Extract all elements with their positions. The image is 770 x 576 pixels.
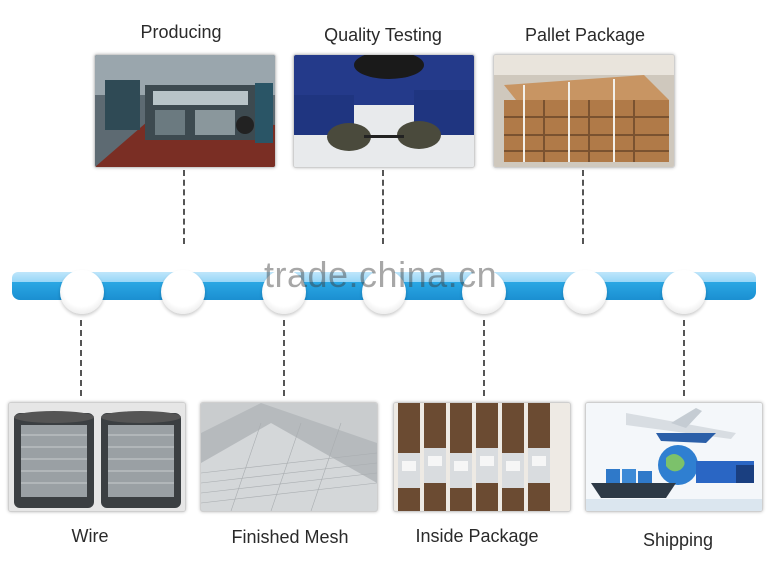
producing-connector	[183, 170, 185, 244]
pallet-package-label: Pallet Package	[524, 25, 646, 45]
pallet-package-connector	[582, 170, 584, 244]
watermark: trade.china.cn	[264, 254, 498, 295]
pallet-package-photo	[493, 54, 675, 168]
timeline-node-finished-mesh	[262, 270, 306, 314]
inside-package-connector	[483, 320, 485, 396]
timeline-node-quality-testing	[362, 270, 406, 314]
quality-testing-connector	[382, 170, 384, 244]
finished-mesh-photo	[200, 402, 378, 512]
finished-mesh-connector	[283, 320, 285, 396]
quality-testing-photo	[293, 54, 475, 168]
timeline-node-shipping	[662, 270, 706, 314]
producing-label: Producing	[140, 22, 222, 42]
timeline-node-inside-package	[462, 270, 506, 314]
finished-mesh-label: Finished Mesh	[231, 527, 349, 547]
shipping-connector	[683, 320, 685, 396]
wire-photo	[8, 402, 186, 512]
timeline-node-producing	[161, 270, 205, 314]
shipping-label: Shipping	[642, 530, 714, 550]
quality-testing-label: Quality Testing	[324, 25, 442, 45]
inside-package-label: Inside Package	[415, 526, 539, 546]
wire-label: Wire	[71, 526, 109, 546]
timeline-node-pallet-package	[563, 270, 607, 314]
shipping-photo	[585, 402, 763, 512]
inside-package-photo	[393, 402, 571, 512]
timeline-node-wire	[60, 270, 104, 314]
wire-connector	[80, 320, 82, 396]
producing-photo	[94, 54, 276, 168]
